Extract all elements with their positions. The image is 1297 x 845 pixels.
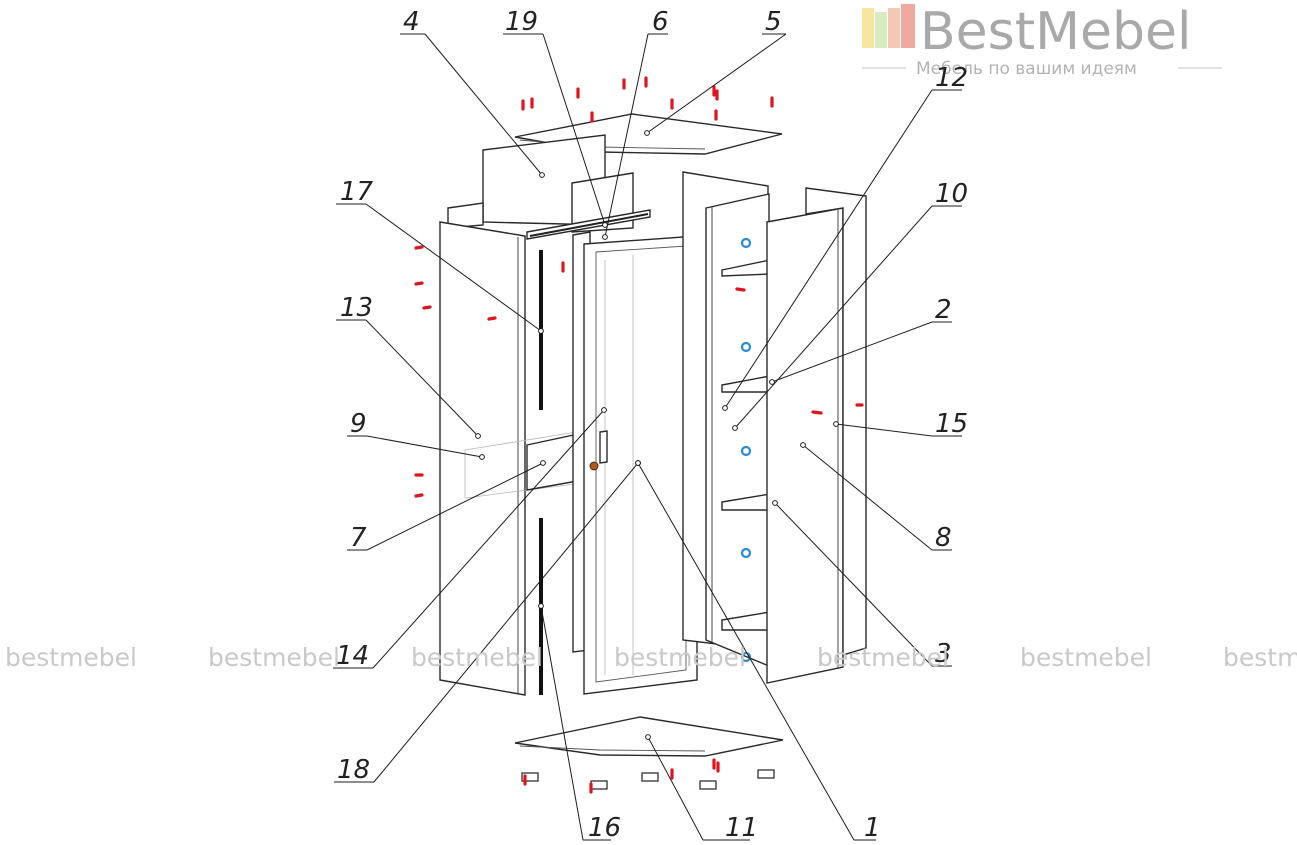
- callout-4: 4: [400, 7, 545, 178]
- callout-label: 6: [652, 7, 669, 37]
- fasteners: [414, 76, 864, 794]
- leader-dot: [833, 421, 839, 427]
- leader-line: [542, 33, 606, 226]
- callout-label: 5: [765, 7, 782, 37]
- callout-15: 15: [833, 409, 968, 439]
- callout-16: 16: [538, 603, 621, 843]
- leader-dot: [479, 454, 485, 460]
- leader-dot: [769, 379, 775, 385]
- leader-line: [835, 423, 933, 437]
- leader-dot: [475, 433, 481, 439]
- callout-label: 2: [935, 295, 952, 325]
- callout-11: 11: [645, 734, 758, 843]
- leader-line: [774, 502, 933, 667]
- callout-2: 2: [769, 295, 952, 385]
- callout-19: 19: [503, 7, 608, 228]
- callout-label: 10: [935, 179, 968, 209]
- watermark-text: bestmebel: [411, 643, 543, 672]
- leader-line: [365, 203, 542, 332]
- callout-label: 15: [935, 409, 968, 439]
- leader-dot: [635, 460, 641, 466]
- callout-14: 14: [333, 407, 607, 671]
- door-frame: [583, 235, 698, 695]
- leader-dot: [800, 442, 806, 448]
- leader-line: [373, 462, 639, 783]
- callout-label: 13: [340, 293, 373, 323]
- callout-label: 12: [935, 63, 968, 93]
- brand-name: BestMebel: [920, 2, 1191, 62]
- leader-line: [802, 444, 933, 551]
- callout-label: 14: [336, 641, 369, 671]
- leader-line: [734, 205, 933, 429]
- leader-dot: [772, 500, 778, 506]
- brand-tagline: Мебель по вашим идеям: [916, 59, 1137, 79]
- callout-label: 17: [340, 177, 374, 207]
- callout-8: 8: [800, 442, 952, 553]
- watermark-text: bestmebel: [208, 643, 340, 672]
- callout-label: 1: [864, 813, 881, 843]
- brand-logo: BestMebel Мебель по вашим идеям: [862, 2, 1222, 79]
- callout-label: 9: [350, 409, 367, 439]
- hinge-marks: [740, 237, 752, 663]
- callout-label: 7: [350, 523, 367, 553]
- callout-6: 6: [602, 7, 669, 240]
- leader-line: [724, 89, 933, 409]
- callout-3: 3: [772, 500, 952, 669]
- brand-logo-mark: [862, 4, 915, 48]
- leader-dot: [540, 460, 546, 466]
- leader-line: [366, 435, 483, 458]
- leader-dot: [538, 603, 544, 609]
- leader-dot: [645, 734, 651, 740]
- leader-line: [365, 319, 479, 437]
- callout-13: 13: [336, 293, 481, 439]
- callout-label: 3: [935, 639, 952, 669]
- callout-17: 17: [336, 177, 544, 334]
- leader-dot: [602, 234, 608, 240]
- right-outer-side: [766, 187, 867, 684]
- leader-line: [424, 33, 543, 176]
- leader-line: [372, 409, 605, 669]
- center-divider: [526, 231, 591, 695]
- watermark-text: bestmebel: [5, 643, 137, 672]
- leader-dot: [732, 425, 738, 431]
- leader-line: [637, 462, 855, 841]
- watermark-text: bestmebel: [614, 643, 746, 672]
- leader-line: [647, 736, 704, 841]
- callout-label: 8: [935, 523, 952, 553]
- leader-dot: [539, 172, 545, 178]
- callout-9: 9: [347, 409, 485, 460]
- watermark-text: bestmebel: [817, 643, 949, 672]
- callout-label: 19: [505, 7, 538, 37]
- callout-label: 11: [725, 813, 758, 843]
- leader-dot: [601, 407, 607, 413]
- callout-12: 12: [722, 63, 968, 411]
- leader-line: [771, 321, 933, 383]
- callout-label: 4: [403, 7, 420, 37]
- leader-line: [604, 33, 649, 238]
- callout-10: 10: [732, 179, 968, 431]
- callout-label: 16: [588, 813, 621, 843]
- leader-line: [646, 33, 787, 134]
- callout-5: 5: [644, 7, 787, 136]
- watermark-text: bestmebel: [1223, 643, 1297, 672]
- leader-line: [540, 605, 584, 841]
- callout-7: 7: [347, 460, 546, 553]
- leader-dot: [722, 405, 728, 411]
- feet: [521, 769, 775, 790]
- leader-dot: [644, 130, 650, 136]
- leader-dot: [538, 328, 544, 334]
- callout-label: 18: [337, 755, 370, 785]
- watermark-row: bestmebel bestmebel bestmebel bestmebel best…: [5, 643, 1297, 672]
- watermark-text: bestmebel: [1020, 643, 1152, 672]
- callout-1: 1: [635, 460, 881, 843]
- leader-line: [366, 462, 544, 551]
